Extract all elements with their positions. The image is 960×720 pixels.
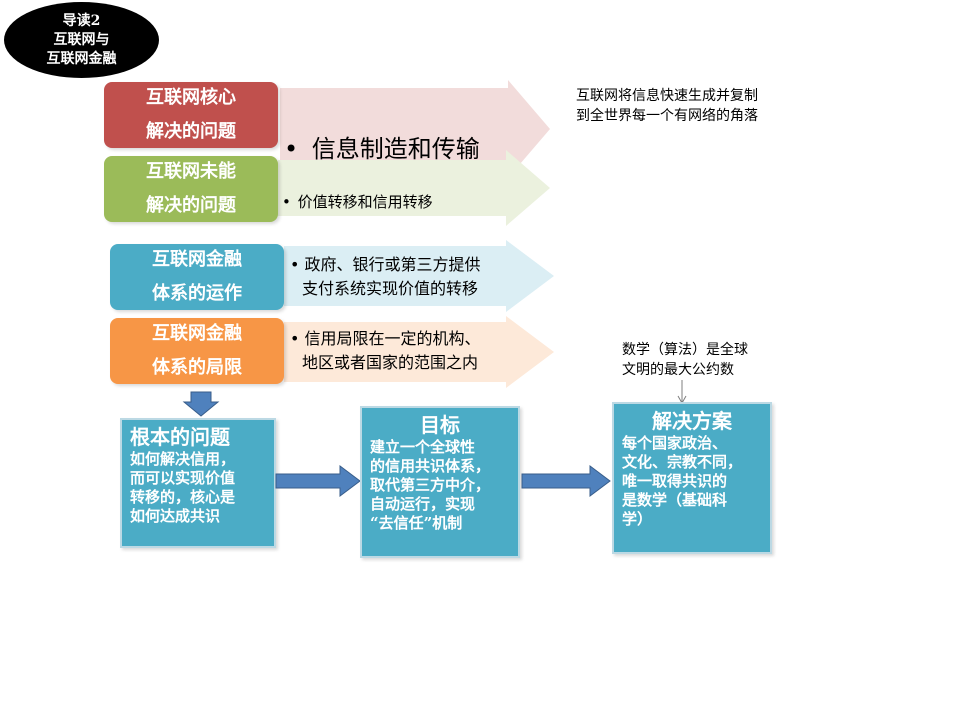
root-problem-line-1: 如何解决信用， [130,450,236,468]
title-ellipse: 导读2 互联网与 互联网金融 [4,2,159,78]
math-note-line-2: 文明的最大公约数 [622,362,734,378]
right-arrow-2 [521,465,611,497]
root-problem-title: 根本的问题 [130,425,230,449]
solution-line-1: 每个国家政治、 [622,434,728,452]
row1-label-line-2: 解决的问题 [146,121,236,142]
row3-bullet-line-2: 支付系统实现价值的转移 [302,279,479,298]
math-note-line-1: 数学（算法）是全球 [622,342,748,358]
row2-bullet-text: • 价值转移和信用转移 [282,191,433,213]
goal-box: 目标 建立一个全球性 的信用共识体系， 取代第三方中介， 自动运行，实现 “去信… [360,406,520,558]
side-note-line-1: 互联网将信息快速生成并复制 [576,88,758,104]
math-note: 数学（算法）是全球 文明的最大公约数 [622,340,748,380]
row3-label-line-1: 互联网金融 [152,249,242,270]
row3-label-box: 互联网金融 体系的运作 [110,244,284,310]
root-problem-line-4: 如何达成共识 [130,507,221,525]
row1-bullet-symbol: • [284,135,299,163]
row4-bullet-text: • 信用局限在一定的机构、 地区或者国家的范围之内 [290,327,481,375]
row1-bullet-label: 信息制造和传输 [311,135,480,163]
side-note-line-2: 到全世界每一个有网络的角落 [576,108,758,124]
row1-label-line-1: 互联网核心 [146,87,236,108]
goal-line-4: 自动运行，实现 [370,495,476,513]
row3-bullet-line-1: 政府、银行或第三方提供 [304,255,481,274]
root-problem-line-3: 转移的，核心是 [130,488,236,506]
row1-bullet-text: • 信息制造和传输 [284,132,480,166]
row4-bullet-line-2: 地区或者国家的范围之内 [302,353,479,372]
side-note: 互联网将信息快速生成并复制 到全世界每一个有网络的角落 [576,86,758,126]
row2-bullet-symbol: • [282,193,291,211]
title-line-1: 导读2 [62,12,101,29]
row3-arrow [284,240,554,312]
root-problem-line-2: 而可以实现价值 [130,469,236,487]
solution-line-2: 文化、宗教不同， [622,453,743,471]
row4-label-box: 互联网金融 体系的局限 [110,318,284,384]
solution-title: 解决方案 [652,409,732,433]
goal-line-3: 取代第三方中介， [370,476,491,494]
row2-label-box: 互联网未能 解决的问题 [104,156,278,222]
row4-arrow [284,316,554,388]
goal-line-1: 建立一个全球性 [370,438,476,456]
row2-bullet-label: 价值转移和信用转移 [297,193,433,211]
down-arrow [182,391,220,417]
row3-bullet-symbol: • [290,255,300,274]
right-arrow-1 [275,465,361,497]
row2-label-line-2: 解决的问题 [146,195,236,216]
row4-bullet-line-1: 信用局限在一定的机构、 [304,329,481,348]
solution-box: 解决方案 每个国家政治、 文化、宗教不同， 唯一取得共识的 是数学（基础科 学） [612,402,772,554]
row2-arrow [278,150,550,226]
row4-label-line-2: 体系的局限 [152,357,242,378]
goal-line-5: “去信任”机制 [370,514,463,532]
row4-bullet-symbol: • [290,329,300,348]
title-line-3: 互联网金融 [46,50,117,67]
row3-bullet-text: • 政府、银行或第三方提供 支付系统实现价值的转移 [290,253,481,301]
solution-line-4: 是数学（基础科 [622,491,728,509]
solution-line-5: 学） [622,510,653,528]
row1-arrow [280,80,550,178]
row1-label-box: 互联网核心 解决的问题 [104,82,278,148]
row2-label-line-1: 互联网未能 [146,161,236,182]
row3-label-line-2: 体系的运作 [152,283,242,304]
root-problem-box: 根本的问题 如何解决信用， 而可以实现价值 转移的，核心是 如何达成共识 [120,418,276,548]
goal-title: 目标 [420,413,460,437]
goal-line-2: 的信用共识体系， [370,457,491,475]
row4-label-line-1: 互联网金融 [152,323,242,344]
title-line-2: 互联网与 [53,31,110,48]
solution-line-3: 唯一取得共识的 [622,472,728,490]
